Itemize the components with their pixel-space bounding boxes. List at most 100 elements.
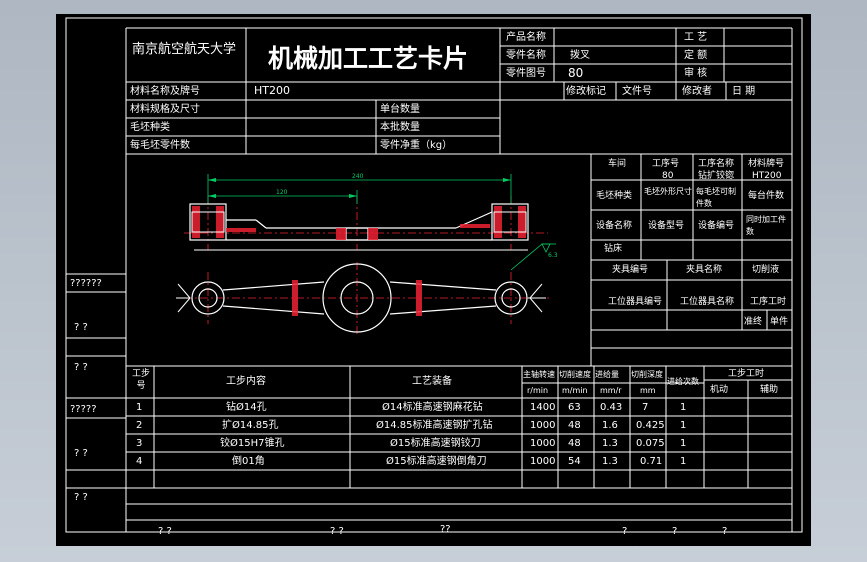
footer-mark-3: ?? — [440, 524, 451, 535]
blank-count-label: 每毛坯零件数 — [130, 140, 190, 151]
side-label-1: ?????? — [70, 278, 102, 289]
card-title: 机械加工工艺卡片 — [268, 44, 469, 73]
footer-mark-1: ? ? — [158, 526, 172, 537]
roughness-text: 6.3 — [548, 252, 558, 259]
product-name-label: 产品名称 — [506, 32, 546, 43]
step-no: 4 — [136, 456, 143, 467]
rt-prep-end: 准终 — [744, 317, 763, 327]
hdr-step: 工步号 — [131, 369, 150, 391]
rt-blank-pieces: 每毛坯可制件数 — [696, 187, 736, 208]
step-rpm: 1000 — [530, 456, 556, 467]
rt-simultaneous: 同时加工件数 — [746, 215, 786, 236]
step-feed: 1.3 — [602, 438, 618, 449]
rt-material-grade: 材料牌号 — [748, 159, 785, 169]
step-equipment: Ø15标准高速钢铰刀 — [390, 438, 481, 449]
rt-material-grade-value: HT200 — [752, 171, 782, 181]
rt-equip-value: 钻床 — [604, 244, 623, 254]
rt-workshop: 车间 — [608, 159, 627, 169]
step-speed: 63 — [568, 402, 581, 413]
step-feed: 1.3 — [602, 456, 618, 467]
step-passes: 1 — [680, 420, 687, 431]
footer-mark-6: ? — [722, 526, 728, 537]
rt-station-name: 工位器具名称 — [680, 297, 735, 307]
part-name-value: 拨叉 — [570, 50, 590, 61]
step-equipment: Ø15标准高速钢倒角刀 — [386, 456, 487, 467]
step-feed: 1.6 — [602, 420, 618, 431]
material-grade-label: 材料名称及牌号 — [130, 86, 200, 97]
rt-op-name-value: 钻扩铰锪 — [698, 171, 735, 181]
modifier-label: 修改者 — [682, 86, 712, 97]
footer-mark-4: ? — [622, 526, 628, 537]
step-content: 扩Ø14.85孔 — [222, 420, 279, 431]
rt-equip-no: 设备编号 — [698, 221, 735, 231]
side-label-6: ? ? — [74, 492, 88, 503]
review-label: 审 核 — [684, 68, 708, 79]
step-feed: 0.43 — [600, 402, 623, 413]
hdr-spindle: 主轴转速 — [523, 370, 555, 379]
step-no: 1 — [136, 402, 143, 413]
unit-depth: mm — [640, 386, 656, 395]
step-rpm: 1400 — [530, 402, 556, 413]
rt-coolant: 切削液 — [752, 265, 780, 275]
rt-unit-time: 单件 — [770, 317, 789, 327]
step-content: 钻Ø14孔 — [226, 402, 267, 413]
step-passes: 1 — [680, 456, 687, 467]
revision-mark-label: 修改标记 — [566, 86, 606, 97]
net-weight-label: 零件净重（kg） — [380, 140, 453, 151]
part-drawing-label: 零件图号 — [506, 68, 546, 79]
material-grade-value: HT200 — [254, 84, 290, 97]
step-equipment: Ø14.85标准高速钢扩孔钻 — [376, 420, 493, 431]
rt-fixture-no: 夹具编号 — [612, 265, 649, 275]
blank-type-label: 毛坯种类 — [130, 122, 170, 133]
rt-blank-size: 毛坯外形尺寸 — [644, 187, 692, 196]
step-content: 倒01角 — [232, 456, 265, 467]
frame-lines: 240 120 6.3 — [65, 17, 803, 533]
step-speed: 54 — [568, 456, 581, 467]
side-label-3: ? ? — [74, 362, 88, 373]
rt-op-time: 工序工时 — [750, 297, 787, 307]
step-rpm: 1000 — [530, 438, 556, 449]
hdr-passes: 进给次数 — [667, 377, 699, 386]
step-depth: 0.71 — [640, 456, 663, 467]
side-label-4: ????? — [70, 404, 97, 415]
rt-op-no: 工序号 — [652, 159, 680, 169]
date-label: 日 期 — [732, 86, 756, 97]
dim-120-text: 120 — [276, 189, 288, 196]
step-passes: 1 — [680, 438, 687, 449]
unit-spindle: r/min — [527, 386, 549, 395]
part-drawing: 240 120 6.3 — [176, 173, 558, 336]
footer-mark-2: ? ? — [330, 526, 344, 537]
step-no: 3 — [136, 438, 143, 449]
rt-op-name: 工序名称 — [698, 159, 735, 169]
part-drawing-value: 80 — [568, 66, 584, 80]
side-label-2: ? ? — [74, 322, 88, 333]
hdr-time: 工步工时 — [728, 369, 765, 379]
step-speed: 48 — [568, 420, 581, 431]
drawing-sheet: 240 120 6.3 — [56, 14, 811, 546]
hdr-aux: 辅助 — [760, 385, 779, 395]
rt-fixture-name: 夹具名称 — [686, 265, 723, 275]
footer-mark-5: ? — [672, 526, 678, 537]
side-label-5: ? ? — [74, 448, 88, 459]
step-depth: 0.425 — [636, 420, 665, 431]
step-passes: 1 — [680, 402, 687, 413]
rt-equip-model: 设备型号 — [648, 221, 685, 231]
process-label: 工 艺 — [684, 32, 708, 43]
rt-station-no: 工位器具编号 — [608, 297, 663, 307]
hdr-cut-speed: 切削速度 — [559, 370, 591, 379]
hdr-content: 工步内容 — [226, 376, 266, 387]
rt-blank-type: 毛坯种类 — [596, 191, 633, 201]
step-speed: 48 — [568, 438, 581, 449]
unit-speed: m/min — [562, 386, 588, 395]
part-name-label: 零件名称 — [506, 50, 546, 61]
rt-equip-name: 设备名称 — [596, 221, 633, 231]
approve-label: 定 额 — [684, 50, 708, 61]
university-name: 南京航空航天大学 — [132, 42, 237, 57]
hdr-feed: 进给量 — [595, 370, 619, 379]
step-depth: 7 — [642, 402, 649, 413]
hdr-equipment: 工艺装备 — [412, 376, 452, 387]
unit-qty-label: 单台数量 — [380, 104, 420, 115]
unit-feed: mm/r — [600, 386, 622, 395]
step-equipment: Ø14标准高速钢麻花钻 — [382, 402, 483, 413]
step-depth: 0.075 — [636, 438, 665, 449]
